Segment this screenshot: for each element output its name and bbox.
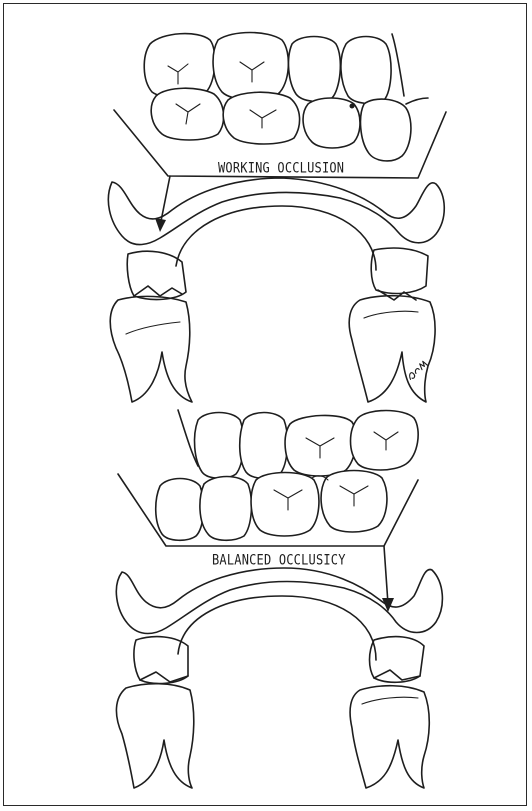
balanced-arch	[116, 568, 442, 660]
balanced-upper-tooth-1	[195, 413, 244, 479]
working-occlusion-label: WORKING OCCLUSION	[218, 160, 344, 176]
balanced-lower-tooth-3	[251, 473, 319, 537]
working-upper-tooth-2	[213, 33, 288, 100]
working-teeth-group	[144, 33, 428, 161]
balanced-right-molars	[350, 637, 429, 788]
balanced-arrow	[384, 546, 388, 604]
balanced-upper-tooth-2	[240, 413, 288, 479]
working-right-molars	[349, 248, 435, 402]
working-arrowhead	[155, 218, 166, 232]
working-left-molars	[110, 251, 192, 402]
working-arrow	[160, 176, 170, 226]
balanced-teeth-group	[156, 410, 418, 540]
working-upper-tooth-3	[289, 37, 341, 102]
balanced-occlusion-label: BALANCED OCCLUSICY	[212, 552, 346, 568]
balanced-left-molars	[116, 637, 193, 788]
balanced-lower-tooth-2	[200, 477, 252, 541]
working-lower-tooth-4	[361, 99, 411, 161]
balanced-upper-tooth-4	[351, 411, 419, 471]
working-upper-tooth-4	[341, 37, 391, 104]
balanced-lower-tooth-1	[156, 479, 204, 541]
